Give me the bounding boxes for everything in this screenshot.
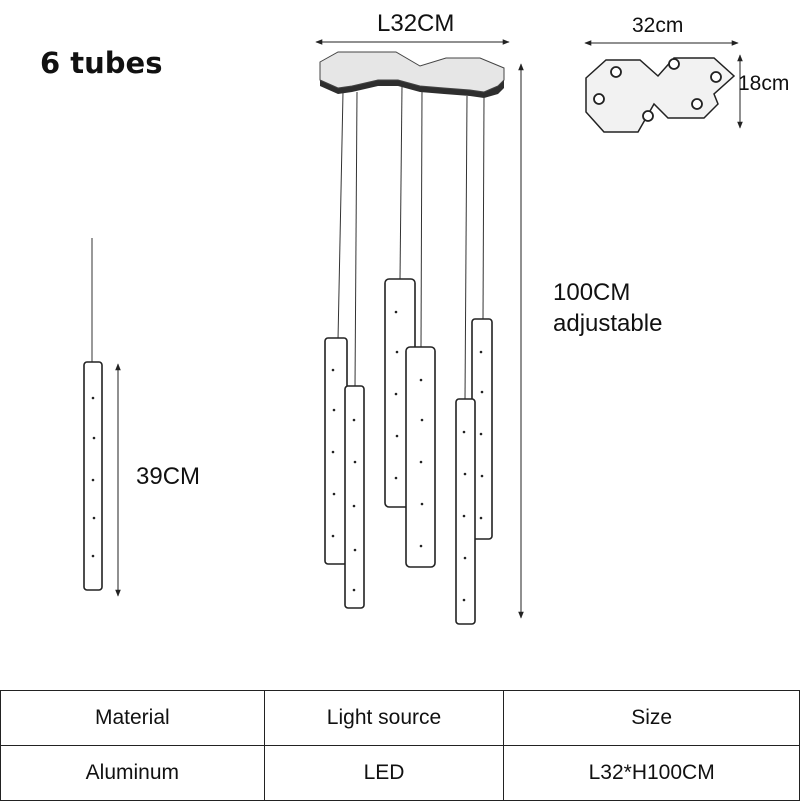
tube xyxy=(324,337,348,565)
plate-height-label: 18cm xyxy=(738,72,790,95)
mounting-plate xyxy=(585,57,736,133)
drop-height-label: 100CM adjustable xyxy=(553,277,662,339)
spec-header-size: Size xyxy=(503,690,800,746)
spec-value-size: L32*H100CM xyxy=(503,745,800,801)
spec-header-light-source: Light source xyxy=(263,690,505,746)
tube xyxy=(455,398,476,625)
spec-value-material: Aluminum xyxy=(0,745,265,801)
drop-height-note: adjustable xyxy=(553,310,663,337)
drop-height-value: 100CM xyxy=(553,279,631,306)
spec-header-row: Material Light source Size xyxy=(0,690,800,746)
tube xyxy=(344,385,365,609)
spec-value-row: Aluminum LED L32*H100CM xyxy=(0,745,800,801)
plate-width-label: 32cm xyxy=(632,14,684,37)
lamp-drawing xyxy=(83,39,743,625)
canopy-length-label: L32CM xyxy=(377,10,455,37)
suspension-wires xyxy=(337,85,485,401)
tube-led-dots xyxy=(331,310,484,602)
spec-table: Material Light source Size Aluminum LED … xyxy=(0,690,800,801)
tube xyxy=(405,346,436,568)
single-tube xyxy=(83,361,103,591)
tube-length-label: 39CM xyxy=(136,463,201,490)
product-title: 6 tubes xyxy=(40,46,163,80)
spec-value-light-source: LED xyxy=(263,745,505,801)
spec-header-material: Material xyxy=(0,690,265,746)
tube-group xyxy=(324,278,493,625)
canopy xyxy=(319,51,505,98)
